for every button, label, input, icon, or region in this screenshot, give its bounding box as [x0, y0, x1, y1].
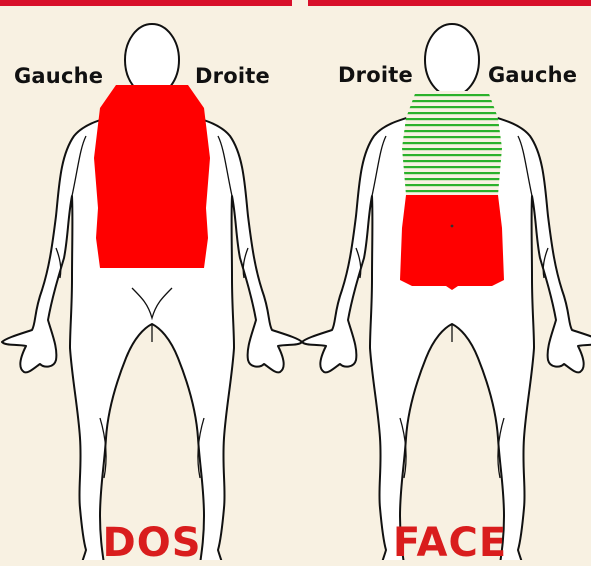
back-view-title: DOS [92, 520, 212, 566]
back-right-label: Droite [195, 64, 270, 88]
front-abdomen-red-zone [400, 195, 504, 290]
back-body-figure [2, 24, 302, 560]
top-bar-left [0, 0, 292, 6]
top-bar-right [308, 0, 591, 6]
front-view-title: FACE [380, 520, 520, 566]
back-left-label: Gauche [14, 64, 103, 88]
front-chest-hatched-zone [402, 91, 502, 195]
front-right-label: Gauche [488, 63, 577, 87]
front-body-figure [302, 24, 591, 560]
front-left-label: Droite [338, 63, 413, 87]
back-red-zone [94, 85, 210, 268]
